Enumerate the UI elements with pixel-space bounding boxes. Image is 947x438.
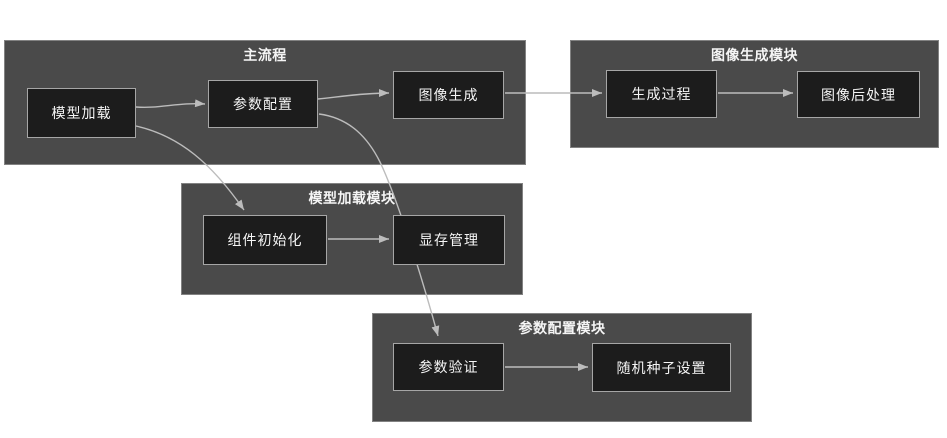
node-generation-process: 生成过程 (606, 70, 717, 118)
node-param-validation: 参数验证 (393, 343, 504, 391)
node-image-postprocess: 图像后处理 (797, 71, 920, 118)
node-image-postprocess-label: 图像后处理 (821, 86, 896, 103)
node-model-loading-label: 模型加载 (51, 105, 112, 121)
node-image-generation-label: 图像生成 (418, 87, 479, 103)
node-param-validation-label: 参数验证 (418, 359, 479, 375)
group-image-generation-module-title: 图像生成模块 (711, 47, 798, 63)
group-param-config-module-title: 参数配置模块 (518, 320, 606, 336)
node-generation-process-label: 生成过程 (631, 86, 692, 102)
node-param-config: 参数配置 (208, 80, 318, 128)
group-model-loading-module-title: 模型加载模块 (308, 190, 396, 206)
node-param-config-label: 参数配置 (233, 96, 293, 112)
node-image-generation: 图像生成 (393, 71, 504, 119)
node-vram-management-label: 显存管理 (419, 232, 479, 248)
group-main-flow-title: 主流程 (243, 47, 287, 63)
node-random-seed: 随机种子设置 (592, 343, 731, 392)
node-model-loading: 模型加载 (27, 88, 136, 138)
node-vram-management: 显存管理 (393, 215, 505, 265)
node-random-seed-label: 随机种子设置 (616, 359, 707, 376)
node-component-init-label: 组件初始化 (227, 232, 303, 248)
node-component-init: 组件初始化 (203, 215, 327, 265)
